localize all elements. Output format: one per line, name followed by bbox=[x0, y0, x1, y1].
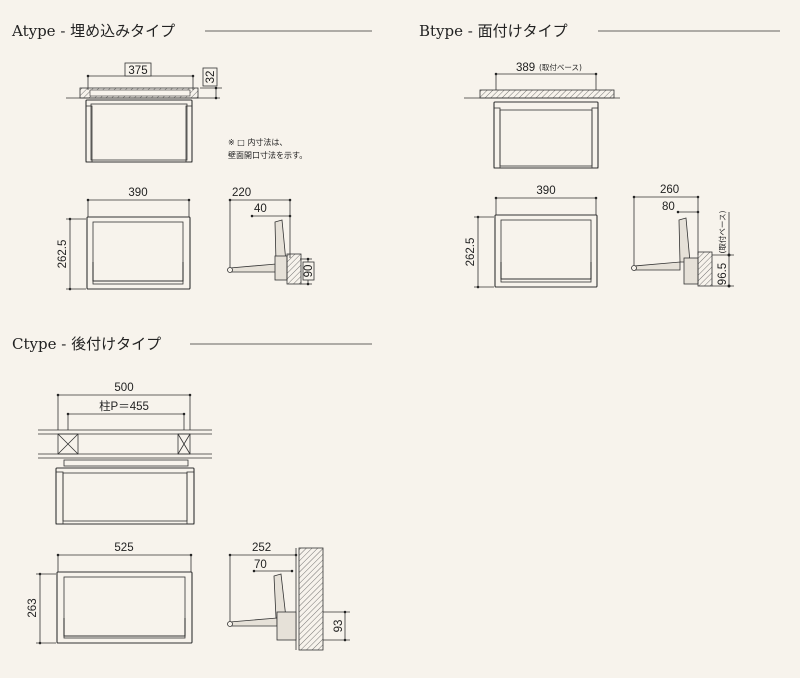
b-plan-view: 389 (取付ベース) bbox=[464, 62, 620, 169]
c-plan-view: 500 柱P＝455 bbox=[38, 382, 212, 525]
a-front-view: 390 262.5 bbox=[57, 187, 191, 291]
section-c: Ctype - 後付けタイプ 500 柱P＝455 bbox=[12, 335, 372, 651]
b-bracket-dim-dot-bottom bbox=[727, 284, 731, 288]
note-line2: 壁面開口寸法を示す。 bbox=[228, 150, 307, 160]
a-bracket-dim-label: 90 bbox=[303, 265, 315, 278]
a-front-box bbox=[86, 216, 191, 290]
b-front-tray bbox=[500, 262, 592, 280]
a-bracket-dim-box bbox=[302, 261, 315, 281]
b-front-view: 390 262.5 bbox=[465, 185, 598, 289]
b-front-box bbox=[494, 214, 598, 288]
a-side-wall bbox=[286, 253, 302, 285]
c-height-dim-label: 263 bbox=[27, 598, 39, 617]
a-height-dim-label: 262.5 bbox=[57, 240, 69, 269]
a-depth-dim-label: 220 bbox=[232, 187, 251, 199]
a-plan-side-left bbox=[85, 105, 93, 163]
note-line1: ※ □ 内寸法は、 bbox=[228, 137, 287, 147]
a-side-bracket bbox=[274, 255, 288, 281]
c-top-dim-label: 500 bbox=[114, 382, 133, 394]
c-side-arm-tip bbox=[227, 621, 233, 627]
c-plan-side-left bbox=[55, 471, 64, 525]
c-width-dim-label: 525 bbox=[114, 542, 133, 554]
c-plan-inner bbox=[62, 472, 188, 522]
a-front-inner bbox=[92, 221, 184, 285]
c-front-inner bbox=[63, 576, 186, 639]
a-offset-dim-label: 40 bbox=[254, 203, 267, 215]
a-top-dim-box bbox=[124, 62, 152, 77]
section-c-title: Ctype - 後付けタイプ bbox=[12, 335, 161, 353]
a-side-arm-tip bbox=[227, 267, 233, 273]
c-side-bracket bbox=[276, 611, 297, 641]
c-pillar-right-x2 bbox=[177, 433, 191, 455]
b-plan-side-right bbox=[591, 107, 599, 169]
b-side-bracket bbox=[683, 257, 699, 285]
a-width-dim-label: 390 bbox=[128, 187, 147, 199]
b-side-wall bbox=[697, 251, 713, 287]
a-plan-side-right bbox=[185, 105, 193, 163]
b-front-inner bbox=[500, 219, 592, 283]
section-b-title: Btype - 面付けタイプ bbox=[419, 22, 568, 40]
section-b: Btype - 面付けタイプ 389 (取付ベース) 390 262.5 bbox=[419, 22, 780, 289]
b-side-view: 260 80 96.5 (取付ベース) bbox=[631, 184, 734, 288]
a-front-tray bbox=[92, 262, 184, 282]
c-side-panel bbox=[273, 573, 287, 619]
b-height-dim-label: 262.5 bbox=[465, 238, 477, 267]
c-bracket-dim-label: 93 bbox=[333, 620, 345, 633]
c-depth-dim-label: 252 bbox=[252, 542, 271, 554]
c-front-tray bbox=[63, 618, 186, 637]
b-plan-side-left bbox=[493, 107, 501, 169]
a-plan-box bbox=[85, 99, 193, 163]
a-plan-view: 375 32 bbox=[66, 62, 222, 163]
b-side-tray-arm bbox=[633, 261, 681, 271]
b-width-dim-label: 390 bbox=[536, 185, 555, 197]
c-side-tray-arm bbox=[229, 617, 278, 627]
b-bracket-dim-dot-top bbox=[727, 253, 731, 257]
b-side-arm-tip bbox=[631, 265, 637, 271]
b-offset-dim-label: 80 bbox=[662, 201, 675, 213]
a-note: ※ □ 内寸法は、 壁面開口寸法を示す。 bbox=[228, 137, 307, 160]
c-side-wall bbox=[298, 547, 324, 651]
c-side-view: 252 70 93 bbox=[227, 542, 350, 651]
c-front-view: 525 263 bbox=[27, 542, 193, 645]
a-thk-dim-label: 32 bbox=[205, 71, 217, 84]
b-top-dim-note: (取付ベース) bbox=[539, 62, 582, 72]
b-bracket-dim-note: (取付ベース) bbox=[717, 210, 727, 253]
a-side-view: 220 40 90 bbox=[227, 187, 315, 286]
b-plan-box bbox=[493, 101, 599, 169]
section-a-title: Atype - 埋め込みタイプ bbox=[11, 22, 175, 40]
c-plan-box bbox=[55, 467, 195, 525]
c-front-box bbox=[56, 571, 193, 644]
b-bracket-dim-label: 96.5 bbox=[717, 263, 729, 285]
b-plan-inner bbox=[499, 109, 593, 167]
c-plan-top-bar bbox=[63, 459, 189, 467]
c-pillar-left-x2 bbox=[57, 433, 79, 455]
c-offset-dim-label: 70 bbox=[254, 559, 267, 571]
c-pillar-dim-label: 柱P＝455 bbox=[99, 399, 149, 413]
c-pillar-right bbox=[177, 433, 191, 455]
c-plan-side-right bbox=[186, 471, 195, 525]
section-a: Atype - 埋め込みタイプ 375 32 ※ □ 内寸法は、 壁面開口寸法を… bbox=[11, 22, 372, 291]
a-recess bbox=[89, 89, 191, 97]
b-top-dim-label: 389 bbox=[516, 62, 535, 74]
a-plan-inner bbox=[90, 103, 188, 161]
b-side-panel bbox=[678, 217, 691, 263]
b-depth-dim-label: 260 bbox=[660, 184, 679, 196]
a-side-tray-arm bbox=[229, 263, 277, 273]
a-thk-dim-box bbox=[202, 67, 218, 87]
b-wall-hatch bbox=[479, 89, 615, 99]
a-top-dim-label: 375 bbox=[128, 65, 147, 77]
c-pillar-left bbox=[57, 433, 79, 455]
